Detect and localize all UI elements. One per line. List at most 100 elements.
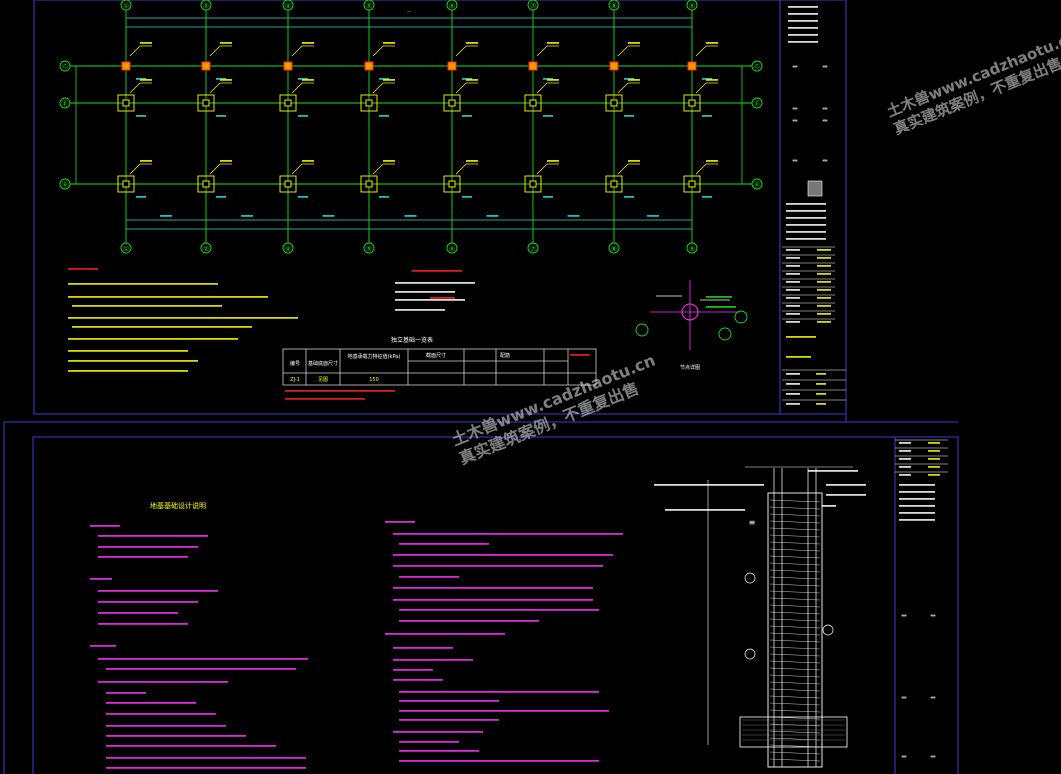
note-line [106,735,246,737]
axis-label-bottom: ⑦ [530,245,536,253]
axis-label-top: ⑤ [366,2,372,10]
stirrup-line [769,632,821,636]
note-line [106,745,276,747]
title-note [788,6,818,8]
note-line [68,360,198,362]
note-line [106,767,306,769]
axis-label-bottom: ⑥ [449,245,455,253]
title-line [786,203,826,205]
column-footing [283,42,314,80]
table-header-cell: 基础底面尺寸 [308,360,338,367]
title-cell [817,265,831,267]
note-line [98,601,198,603]
column-footing [197,160,232,198]
bar-callout [744,572,756,584]
table-header-cell: 截面尺寸 [426,352,446,359]
title-line [786,231,826,233]
column-section [529,180,537,188]
column-footing [447,42,478,80]
footing-outline [279,94,297,112]
footing-dim [136,78,146,80]
footing-outline [683,94,701,112]
note-line [399,760,599,762]
title-line [899,484,935,486]
title-line [786,238,826,240]
axis-bubble-right [751,60,763,72]
axis-bubble-top [282,0,294,11]
axis-label-top: ⑦ [530,2,536,10]
title-cell [786,393,800,395]
note-line [395,291,455,293]
footing-leader [536,82,548,94]
sheet-frames [3,0,959,774]
column-footing [121,42,152,80]
axis-bubble-right [751,97,763,109]
footing-outline [117,175,135,193]
footing-tag [140,79,152,81]
footing-tag [628,79,640,81]
title-logo [807,180,823,197]
note-line [98,612,178,614]
footing-leader [617,163,629,175]
footing-leader [455,163,467,175]
axis-label-bottom: ② [203,245,209,253]
footing-outline [197,94,215,112]
column-section [284,99,292,107]
note-line [385,521,415,523]
dimension-value [567,215,580,217]
footing-dim [298,115,308,117]
column-section [122,180,130,188]
title-line [899,512,935,514]
column-footing [117,79,152,117]
axis-label-bottom: ⑤ [366,245,372,253]
bar-callout [744,648,756,660]
table-cell: 150 [369,377,379,383]
section-label [808,470,858,472]
stirrup-line [769,506,821,510]
title-cell [786,305,800,307]
footing-dim [624,115,634,117]
sheet2-title-strip [894,436,959,774]
footing-dim [702,115,712,117]
column-marker [609,61,619,71]
column-section [365,180,373,188]
footing-tag [706,160,718,162]
title-cell [899,458,911,460]
title-cell [899,474,911,476]
note-line [395,282,475,284]
title-cell [816,403,826,405]
title-cell [786,281,800,283]
axis-label-bottom: ④ [285,245,291,253]
axis-label-bottom: ⑨ [689,245,695,253]
footing-dim [136,115,146,117]
table-border [282,348,597,386]
column-marker [364,61,374,71]
note-line [399,576,459,578]
stirrup-line [769,660,821,664]
detail-bubble [734,310,748,324]
footing-leader [372,163,384,175]
footing-outline [683,175,701,193]
title-note [788,41,818,43]
title-cell [817,249,831,251]
note-line [90,578,112,580]
column-section [202,180,210,188]
footing-tag [140,160,152,162]
note-line [98,658,308,660]
column-section [688,99,696,107]
title-cell [899,442,911,444]
footing-tag [302,79,314,81]
footing-tag [466,160,478,162]
crop-mark [822,119,828,122]
column-section [688,180,696,188]
footing-dim [136,196,146,198]
axis-label-bottom: ⑧ [611,245,617,253]
dimension-value [486,215,499,217]
notes2-heading [412,270,462,272]
stirrup-line [769,548,821,552]
note-line [106,692,146,694]
crop-mark [822,159,828,162]
column-footing [117,160,152,198]
